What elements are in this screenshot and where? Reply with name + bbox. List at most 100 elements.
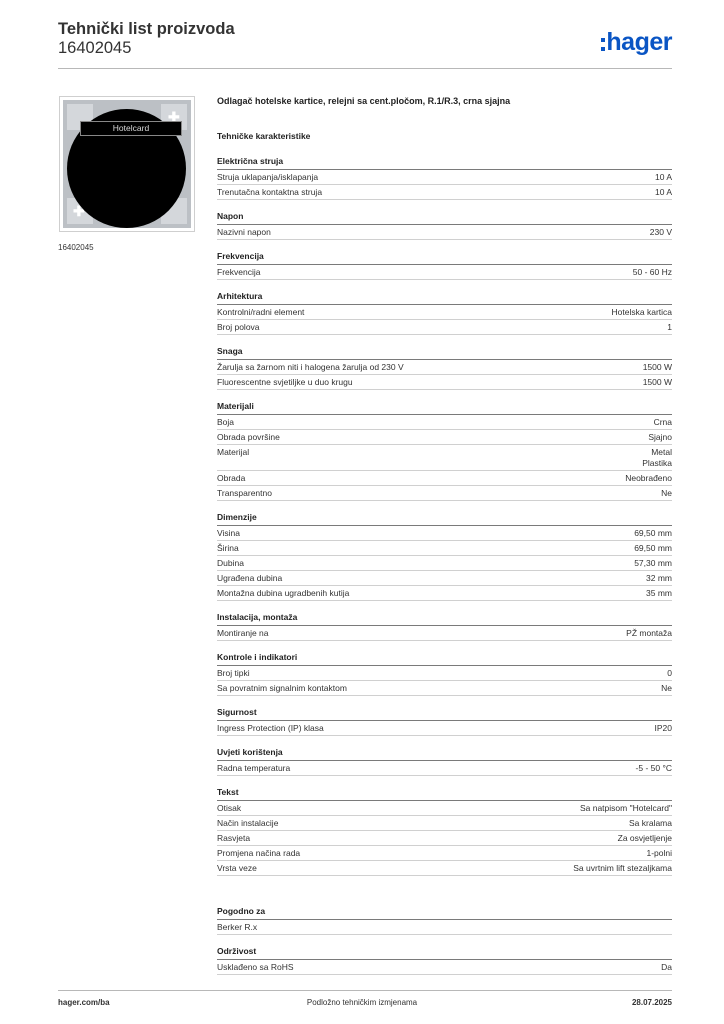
spec-label: Montažna dubina ugradbenih kutija <box>217 588 350 598</box>
section-heading: Napon <box>217 211 672 225</box>
section-heading: Instalacija, montaža <box>217 612 672 626</box>
spec-value: Sjajno <box>648 432 672 442</box>
spec-label: Vrsta veze <box>217 863 257 873</box>
section-heading: Frekvencija <box>217 251 672 265</box>
spec-row: Radna temperatura-5 - 50 °C <box>217 761 672 776</box>
section-heading: Sigurnost <box>217 707 672 721</box>
spec-row: Boja Crna <box>217 415 672 430</box>
spec-label: Radna temperatura <box>217 763 291 773</box>
spec-label: Boja <box>217 417 235 427</box>
spec-row: Obrada Neobrađeno <box>217 471 672 486</box>
spec-label: Broj tipki <box>217 668 250 678</box>
spec-row: Nazivni napon 230 V <box>217 225 672 240</box>
section-heading: Dimenzije <box>217 512 672 526</box>
spec-label: Montiranje na <box>217 628 269 638</box>
spec-label: Frekvencija <box>217 267 261 277</box>
spec-row: Frekvencija 50 - 60 Hz <box>217 265 672 280</box>
product-description: Odlagač hotelske kartice, relejni sa cen… <box>217 96 511 106</box>
product-code: 16402045 <box>58 39 132 57</box>
section-heading: Snaga <box>217 346 672 360</box>
spec-value: 57,30 mm <box>634 558 672 568</box>
spec-label: Promjena načina rada <box>217 848 301 858</box>
spec-label: Obrada <box>217 473 246 483</box>
spec-value: Da <box>661 962 672 972</box>
section-heading: Materijali <box>217 401 672 415</box>
spec-row: Ingress Protection (IP) klasa IP20 <box>217 721 672 736</box>
spec-value: Ne <box>661 488 672 498</box>
spec-row: Otisak Sa natpisom "Hotelcard" <box>217 801 672 816</box>
spec-value: Sa kralama <box>629 818 672 828</box>
spec-row: Sa povratnim signalnim kontaktom Ne <box>217 681 672 696</box>
spec-value: 50 - 60 Hz <box>632 267 672 277</box>
spec-value: 69,50 mm <box>634 543 672 553</box>
spec-label: Broj polova <box>217 322 260 332</box>
section-heading: Pogodno za <box>217 906 672 920</box>
spec-label: Obrada površine <box>217 432 280 442</box>
spec-value: Ne <box>661 683 672 693</box>
spec-value: Neobrađeno <box>625 473 672 483</box>
spec-label: Otisak <box>217 803 242 813</box>
spec-label: Ugrađena dubina <box>217 573 283 583</box>
spec-value: Sa natpisom "Hotelcard" <box>579 803 672 813</box>
footer-note: Podložno tehničkim izmjenama <box>306 998 418 1007</box>
spec-label: Način instalacije <box>217 818 279 828</box>
logo-text: hager <box>606 28 672 56</box>
spec-label: Transparentno <box>217 488 272 498</box>
spec-value: 10 A <box>654 172 672 182</box>
spec-row: Vrsta veze Sa uvrtnim lift stezaljkama <box>217 861 672 876</box>
spec-row: Struja uklapanja/isklapanja 10 A <box>217 170 672 185</box>
spec-value: Metal Plastika <box>642 447 672 468</box>
spec-row: Montažna dubina ugradbenih kutija 35 mm <box>217 586 672 601</box>
spec-label: Berker R.x <box>217 922 258 932</box>
spec-row: Broj tipki 0 <box>217 666 672 681</box>
spec-value: 1500 W <box>642 377 672 387</box>
spec-label: Nazivni napon <box>217 227 271 237</box>
spec-value: IP20 <box>654 723 673 733</box>
spec-section: Pogodno za Berker R.x <box>217 906 672 935</box>
spec-value: Crna <box>653 417 672 427</box>
spec-value: PŽ montaža <box>626 628 672 638</box>
section-heading: Uvjeti korištenja <box>217 747 672 761</box>
spec-value: 230 V <box>649 227 672 237</box>
footer-date: 28.07.2025 <box>631 998 672 1007</box>
spec-value: 0 <box>667 668 672 678</box>
footer-divider <box>58 990 672 991</box>
spec-value: Hotelska kartica <box>611 307 672 317</box>
spec-value: 10 A <box>654 187 672 197</box>
spec-label: Sa povratnim signalnim kontaktom <box>217 683 347 693</box>
spec-label: Struja uklapanja/isklapanja <box>217 172 319 182</box>
spec-row: Žarulja sa žarnom niti i halogena žarulj… <box>217 360 672 375</box>
spec-value: Za osvjetljenje <box>617 833 672 843</box>
spec-label: Širina <box>217 543 239 553</box>
hager-logo: hager <box>601 28 672 56</box>
page-header: Tehnički list proizvoda 16402045 <box>58 20 235 58</box>
spec-row: Transparentno Ne <box>217 486 672 501</box>
section-heading: Održivost <box>217 946 672 960</box>
spec-row: Način instalacije Sa kralama <box>217 816 672 831</box>
spec-label: Visina <box>217 528 240 538</box>
spec-value: Sa uvrtnim lift stezaljkama <box>573 863 672 873</box>
spec-value: 35 mm <box>646 588 672 598</box>
product-image: ✚ ✚ Hotelcard <box>59 96 195 232</box>
section-heading: Električna struja <box>217 156 672 170</box>
spec-label: Ingress Protection (IP) klasa <box>217 723 324 733</box>
spec-label: Kontrolni/radni element <box>217 307 305 317</box>
footer-website: hager.com/ba <box>58 998 110 1007</box>
